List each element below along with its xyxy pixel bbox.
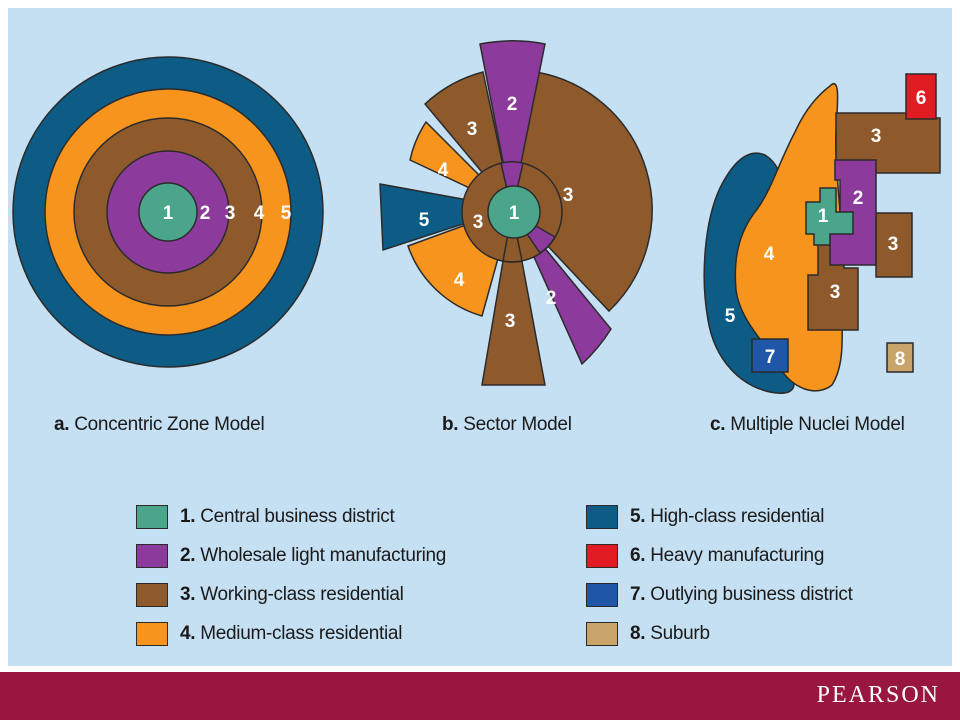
nuclei-label-medium: 4 (764, 244, 775, 265)
concentric-labels: 1 2 3 4 5 (163, 203, 292, 224)
nuclei-label-suburb: 8 (895, 349, 906, 370)
nuclei-cbd (805, 187, 854, 246)
legend-label: Medium-class residential (200, 623, 403, 644)
sector-label-working-right: 3 (563, 185, 574, 206)
sector-label-wholesale-bottom: 2 (546, 288, 557, 309)
legend-label: Wholesale light manufacturing (200, 545, 447, 566)
legend-item-medium: 4. Medium-class residential (136, 621, 402, 647)
sector-high (379, 183, 513, 252)
caption-nuclei: c. Multiple Nuclei Model (710, 414, 905, 436)
nuclei-label-outlying: 7 (765, 347, 776, 368)
urban-models-diagram: 1 2 3 4 5 1 2 2 3 3 3 3 4 4 5 (12, 40, 941, 394)
concentric-label-2: 2 (200, 203, 211, 224)
nuclei-label-heavy: 6 (916, 88, 927, 109)
legend-item-outlying: 7. Outlying business district (586, 582, 853, 608)
legend-swatch-outlying (586, 583, 618, 607)
sector-label-cbd: 1 (509, 203, 520, 224)
legend-label: Outlying business district (650, 584, 853, 605)
caption-concentric: a. Concentric Zone Model (54, 414, 265, 436)
legend-number: 1. (180, 506, 196, 527)
legend-swatch-cbd (136, 505, 168, 529)
sector-label-working-upper-left: 3 (467, 119, 478, 140)
caption-concentric-title: Concentric Zone Model (74, 414, 265, 435)
legend-swatch-working (136, 583, 168, 607)
concentric-zone-model (12, 56, 324, 368)
nuclei-label-wholesale: 2 (853, 188, 864, 209)
legend-item-cbd: 1. Central business district (136, 504, 395, 530)
caption-sector-title: Sector Model (463, 414, 572, 435)
legend-swatch-high (586, 505, 618, 529)
sector-wholesale-top (479, 40, 546, 209)
nuclei-labels: 1 2 3 3 3 4 5 6 7 8 (725, 88, 927, 370)
sector-cbd (487, 185, 541, 239)
legend-item-working: 3. Working-class residential (136, 582, 404, 608)
sector-model (379, 40, 653, 386)
sector-working-right (511, 71, 653, 313)
nuclei-suburb (886, 342, 914, 373)
concentric-label-5: 5 (281, 203, 292, 224)
concentric-label-4: 4 (254, 203, 265, 224)
legend-number: 6. (630, 545, 646, 566)
concentric-label-1: 1 (163, 203, 174, 224)
legend-number: 4. (180, 623, 196, 644)
footer-bar: PEARSON (0, 672, 960, 720)
nuclei-outlying (751, 338, 789, 373)
legend-swatch-suburb (586, 622, 618, 646)
nuclei-label-working-bottom: 3 (830, 282, 841, 303)
nuclei-label-working-top: 3 (871, 126, 882, 147)
sector-label-medium-upper: 4 (438, 160, 449, 181)
nuclei-label-cbd: 1 (818, 206, 829, 227)
legend-label: Central business district (200, 506, 395, 527)
legend-number: 2. (180, 545, 196, 566)
sector-label-working-inner-left: 3 (473, 212, 484, 233)
legend-item-wholesale: 2. Wholesale light manufacturing (136, 543, 446, 569)
legend-number: 8. (630, 623, 646, 644)
nuclei-label-working-right: 3 (888, 234, 899, 255)
legend-number: 7. (630, 584, 646, 605)
caption-sector-letter: b. (442, 414, 459, 435)
sector-label-working-bottom: 3 (505, 311, 516, 332)
concentric-label-3: 3 (225, 203, 236, 224)
caption-sector: b. Sector Model (442, 414, 572, 436)
legend-item-suburb: 8. Suburb (586, 621, 710, 647)
legend-label: Suburb (650, 623, 710, 644)
legend-number: 3. (180, 584, 196, 605)
legend-label: High-class residential (650, 506, 825, 527)
nuclei-heavy (905, 73, 937, 120)
caption-nuclei-title: Multiple Nuclei Model (730, 414, 905, 435)
legend-number: 5. (630, 506, 646, 527)
legend-item-high: 5. High-class residential (586, 504, 825, 530)
legend-swatch-heavy (586, 544, 618, 568)
legend-label: Working-class residential (200, 584, 404, 605)
legend-item-heavy: 6. Heavy manufacturing (586, 543, 824, 569)
sector-label-medium-lower: 4 (454, 270, 465, 291)
sector-labels: 1 2 2 3 3 3 3 4 4 5 (419, 94, 574, 332)
sector-label-high: 5 (419, 210, 430, 231)
nuclei-working-right (875, 212, 913, 278)
legend-swatch-medium (136, 622, 168, 646)
nuclei-label-high: 5 (725, 306, 736, 327)
caption-nuclei-letter: c. (710, 414, 726, 435)
sector-label-wholesale-top: 2 (507, 94, 518, 115)
legend-label: Heavy manufacturing (650, 545, 825, 566)
concentric-zone-1 (138, 182, 198, 242)
legend-swatch-wholesale (136, 544, 168, 568)
caption-concentric-letter: a. (54, 414, 70, 435)
multiple-nuclei-model (703, 73, 941, 394)
pearson-logo: PEARSON (816, 682, 940, 708)
sector-working-bottom (481, 207, 546, 386)
